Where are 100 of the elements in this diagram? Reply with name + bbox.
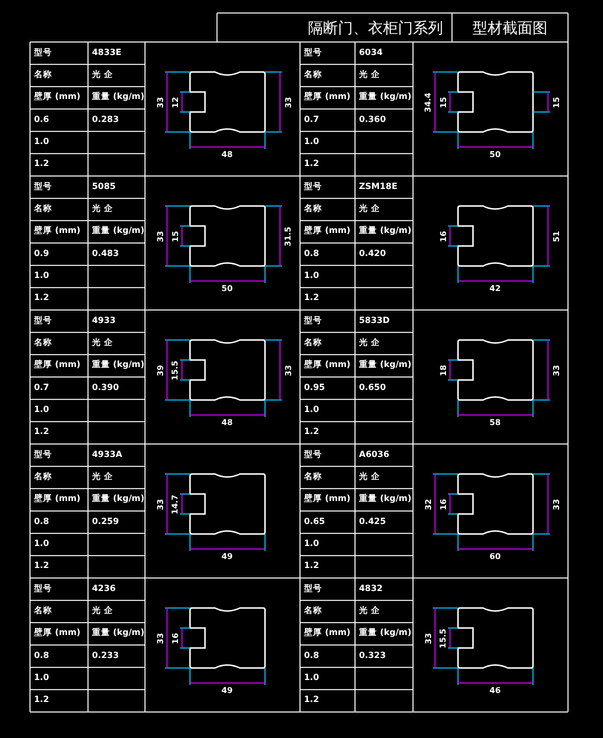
field-label: 重量 (kg/m) <box>92 226 144 238</box>
field-label: 名称 <box>34 606 52 617</box>
field-label: 壁厚 (mm) <box>304 226 350 238</box>
header-subtitle: 型材截面图 <box>472 19 548 37</box>
thickness-value: 1.0 <box>304 137 320 148</box>
weight-value: 0.483 <box>92 248 119 260</box>
thickness-value: 1.0 <box>34 137 50 148</box>
thickness-value: 0.9 <box>34 248 50 260</box>
finish-value: 光 企 <box>92 338 113 349</box>
finish-value: 光 企 <box>359 204 380 215</box>
weight-value: 0.650 <box>359 382 386 394</box>
model-number: 4933A <box>92 450 122 461</box>
field-label: 型号 <box>34 182 52 193</box>
weight-value: 0.323 <box>359 650 386 662</box>
dimension-label: 50 <box>222 284 233 292</box>
field-label: 型号 <box>304 450 322 461</box>
thickness-value: 0.8 <box>304 650 320 662</box>
thickness-value: 1.0 <box>34 673 50 684</box>
field-label: 型号 <box>304 182 322 193</box>
thickness-value: 1.2 <box>304 695 320 706</box>
weight-value: 0.233 <box>92 650 119 662</box>
dimension-label: 12 <box>170 96 180 108</box>
field-label: 型号 <box>304 584 322 595</box>
weight-value: 0.425 <box>359 516 386 528</box>
dimension-label: 33 <box>156 498 165 510</box>
thickness-value: 1.0 <box>34 271 50 282</box>
thickness-value: 0.95 <box>304 382 325 394</box>
field-label: 重量 (kg/m) <box>92 92 144 104</box>
field-label: 型号 <box>34 316 52 327</box>
thickness-value: 0.7 <box>34 382 50 394</box>
weight-value: 0.360 <box>359 114 386 126</box>
field-label: 名称 <box>304 70 322 81</box>
thickness-value: 1.0 <box>34 539 50 550</box>
dimension-label: 58 <box>490 418 501 426</box>
field-label: 壁厚 (mm) <box>34 628 80 640</box>
thickness-value: 1.2 <box>34 159 50 170</box>
dimension-label: 15 <box>438 96 448 108</box>
dimension-label: 31.5 <box>283 226 292 246</box>
dimension-label: 33 <box>284 364 293 376</box>
thickness-value: 1.0 <box>34 405 50 416</box>
dimension-label: 48 <box>222 150 233 158</box>
field-label: 型号 <box>34 584 52 595</box>
field-label: 壁厚 (mm) <box>34 226 80 238</box>
field-label: 名称 <box>304 338 322 349</box>
field-label: 型号 <box>304 316 322 327</box>
thickness-value: 1.2 <box>304 561 320 572</box>
field-label: 名称 <box>34 472 52 483</box>
model-number: ZSM18E <box>359 182 398 193</box>
thickness-value: 1.2 <box>34 561 50 572</box>
finish-value: 光 企 <box>359 472 380 483</box>
field-label: 型号 <box>34 450 52 461</box>
dimension-label: 14.7 <box>170 494 180 514</box>
dimension-label: 49 <box>222 552 233 560</box>
dimension-label: 49 <box>222 686 233 694</box>
field-label: 名称 <box>34 204 52 215</box>
field-label: 壁厚 (mm) <box>304 92 350 104</box>
field-label: 名称 <box>304 606 322 617</box>
model-number: 4933 <box>92 316 116 327</box>
finish-value: 光 企 <box>92 70 113 81</box>
dimension-label: 16 <box>438 230 448 242</box>
header-title: 隔断门、衣柜门系列 <box>308 19 443 37</box>
dimension-label: 15.5 <box>170 360 180 380</box>
dimension-label: 34.4 <box>423 92 432 112</box>
dimension-label: 39 <box>156 364 165 376</box>
field-label: 名称 <box>304 204 322 215</box>
dimension-label: 33 <box>284 96 293 108</box>
dimension-label: 16 <box>170 632 180 644</box>
model-number: 4833E <box>92 48 122 59</box>
thickness-value: 1.2 <box>34 293 50 304</box>
model-number: 5085 <box>92 182 116 193</box>
weight-value: 0.420 <box>359 248 386 260</box>
dimension-label: 33 <box>156 96 165 108</box>
dimension-label: 18 <box>438 364 448 376</box>
dimension-label: 33 <box>156 230 165 242</box>
field-label: 壁厚 (mm) <box>304 494 350 506</box>
field-label: 重量 (kg/m) <box>92 360 144 372</box>
thickness-value: 1.2 <box>304 293 320 304</box>
dimension-label: 15.5 <box>438 628 448 648</box>
field-label: 重量 (kg/m) <box>359 628 412 640</box>
dimension-label: 15 <box>170 230 180 242</box>
thickness-value: 1.0 <box>304 539 320 550</box>
thickness-value: 1.0 <box>304 673 320 684</box>
field-label: 重量 (kg/m) <box>92 628 144 640</box>
dimension-label: 33 <box>156 632 165 644</box>
field-label: 型号 <box>34 48 52 59</box>
dimension-label: 51 <box>552 230 561 242</box>
thickness-value: 0.6 <box>34 114 50 126</box>
dimension-label: 33 <box>424 632 433 644</box>
model-number: 5833D <box>359 316 390 327</box>
field-label: 重量 (kg/m) <box>359 360 412 372</box>
thickness-value: 0.65 <box>304 516 325 528</box>
field-label: 壁厚 (mm) <box>304 628 350 640</box>
field-label: 名称 <box>304 472 322 483</box>
finish-value: 光 企 <box>92 472 113 483</box>
dimension-label: 33 <box>552 364 561 376</box>
dimension-label: 32 <box>424 498 433 510</box>
weight-value: 0.259 <box>92 516 119 528</box>
dimension-label: 16 <box>438 498 448 510</box>
field-label: 重量 (kg/m) <box>359 92 412 104</box>
dimension-label: 60 <box>490 552 501 560</box>
